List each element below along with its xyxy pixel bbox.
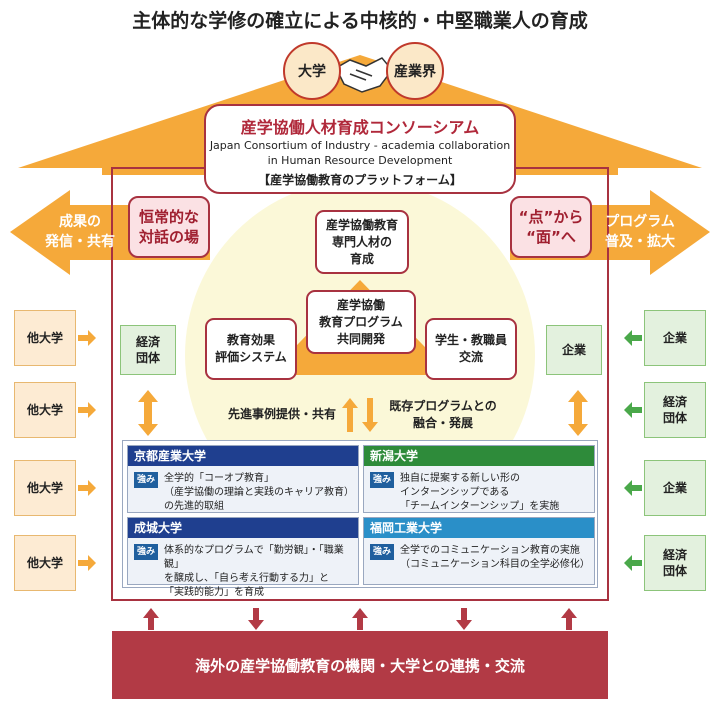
university-name-niigata: 新潟大学 [364,446,594,466]
outer-left-arrows [78,330,96,571]
other-university-box-2: 他大学 [14,382,76,438]
inner-economic-line1: 経済 [135,335,160,349]
university-text-fukuoka: 全学でのコミュニケーション教育の実施 （コミュニケーション科目の全学必修化） [400,545,590,570]
inner-economic-org-box: 経済団体 [120,325,176,375]
consortium-english-2: in Human Resource Development [267,154,453,167]
university-card-kyoto: 京都産業大学 強み全学的「コーオプ教育」 （産学協働の理論と実践のキャリア教育）… [127,445,359,513]
university-card-seijo: 成城大学 強み体系的なプログラムで「勤労観」・「職業観」 を醸成し、「自ら考え行… [127,517,359,598]
integration-line2: 融合・発展 [412,416,473,430]
university-text-niigata: 独自に提案する新しい形の インターンシップである 「チームインターンシップ」を実… [400,473,560,512]
right-arrow-text: プログラム 普及・拡大 [598,212,682,252]
specialist-training-box: 産学協働教育専門人材の育成 [315,210,409,274]
inner-company-box: 企業 [546,325,602,375]
university-card-niigata: 新潟大学 強み独自に提案する新しい形の インターンシップである 「チームインター… [363,445,595,513]
outer-right-1-line1: 企業 [662,331,687,345]
joint-dev-line1: 産学協働 [336,297,385,312]
outer-right-2-line1: 経済 [662,395,687,409]
inner-right-double-arrow [568,390,588,436]
consortium-platform: 【産学協働教育のプラットフォーム】 [258,173,462,187]
university-name-kyoto: 京都産業大学 [128,446,358,466]
outer-right-2-line2: 団体 [662,411,687,425]
other-university-box-3: 他大学 [14,460,76,516]
exchange-line1: 学生・教職員 [434,333,507,347]
integration-label: 既存プログラムとの 融合・発展 [378,398,508,432]
university-name-fukuoka: 福岡工業大学 [364,518,594,538]
left-arrow-line2: 発信・共有 [45,234,115,250]
inner-economic-line2: 団体 [135,351,160,365]
university-circle: 大学 [283,42,341,100]
inner-left-double-arrow [138,390,158,436]
specialist-line2: 専門人材の [331,234,392,249]
dialogue-box: 恒常的な対話の場 [128,196,210,258]
right-arrow-line1: プログラム [605,214,675,230]
joint-development-box: 産学協働教育プログラム共同開発 [306,290,416,354]
evaluation-system-box: 教育効果評価システム [205,318,297,380]
handshake-icon [335,57,393,93]
point-to-plane-line2: “面”へ [526,228,576,246]
other-university-box-4: 他大学 [14,535,76,591]
point-to-plane-box: “点”から “面”へ [510,196,592,258]
integration-line1: 既存プログラムとの [389,399,497,413]
exchange-line2: 交流 [458,350,483,364]
left-arrow-line1: 成果の [59,214,101,230]
case-sharing-label: 先進事例提供・共有 [227,407,336,421]
strength-tag: 強み [370,472,395,488]
bottom-arrows [143,608,577,630]
strength-tag: 強み [134,544,159,560]
joint-dev-line2: 教育プログラム [319,314,403,329]
other-university-box-1: 他大学 [14,310,76,366]
university-text-seijo: 体系的なプログラムで「勤労観」・「職業観」 を醸成し、「自ら考え行動する力」と … [164,545,344,598]
specialist-line3: 育成 [349,251,374,266]
university-name-seijo: 成城大学 [128,518,358,538]
point-to-plane-line1: “点”から [518,208,584,226]
overseas-banner: 海外の産学協働教育の機関・大学との連携・交流 [112,631,608,699]
left-arrow-text: 成果の 発信・共有 [40,212,120,252]
consortium-english-1: Japan Consortium of Industry - academia … [209,139,511,152]
university-text-kyoto: 全学的「コーオプ教育」 （産学協働の理論と実践のキャリア教育） の先進的取組 [164,473,355,512]
joint-dev-line3: 共同開発 [336,331,385,346]
right-arrow-line2: 普及・拡大 [605,234,675,250]
outer-economic-org-box-1: 経済団体 [644,382,706,438]
outer-company-box-2: 企業 [644,460,706,516]
industry-circle: 産業界 [386,42,444,100]
evaluation-line2: 評価システム [215,350,287,364]
dialogue-line1: 恒常的な [138,208,199,226]
outer-right-4-line1: 経済 [662,548,687,562]
evaluation-line1: 教育効果 [226,333,275,347]
exchange-box: 学生・教職員交流 [425,318,517,380]
outer-right-arrows [624,330,642,571]
university-card-fukuoka: 福岡工業大学 強み全学でのコミュニケーション教育の実施 （コミュニケーション科目… [363,517,595,585]
university-panel: 京都産業大学 強み全学的「コーオプ教育」 （産学協働の理論と実践のキャリア教育）… [122,440,598,598]
consortium-name: 産学協働人材育成コンソーシアム [240,118,480,137]
specialist-line1: 産学協働教育 [325,217,398,232]
outer-right-3-line1: 企業 [662,481,687,495]
center-up-down-arrows [342,398,378,432]
page-title: 主体的な学修の確立による中核的・中堅職業人の育成 [132,10,588,32]
dialogue-line2: 対話の場 [138,228,199,246]
outer-economic-org-box-2: 経済団体 [644,535,706,591]
strength-tag: 強み [370,544,395,560]
consortium-box: 産学協働人材育成コンソーシアム Japan Consortium of Indu… [204,104,516,194]
outer-company-box-1: 企業 [644,310,706,366]
strength-tag: 強み [134,472,159,488]
outer-right-4-line2: 団体 [662,564,687,578]
